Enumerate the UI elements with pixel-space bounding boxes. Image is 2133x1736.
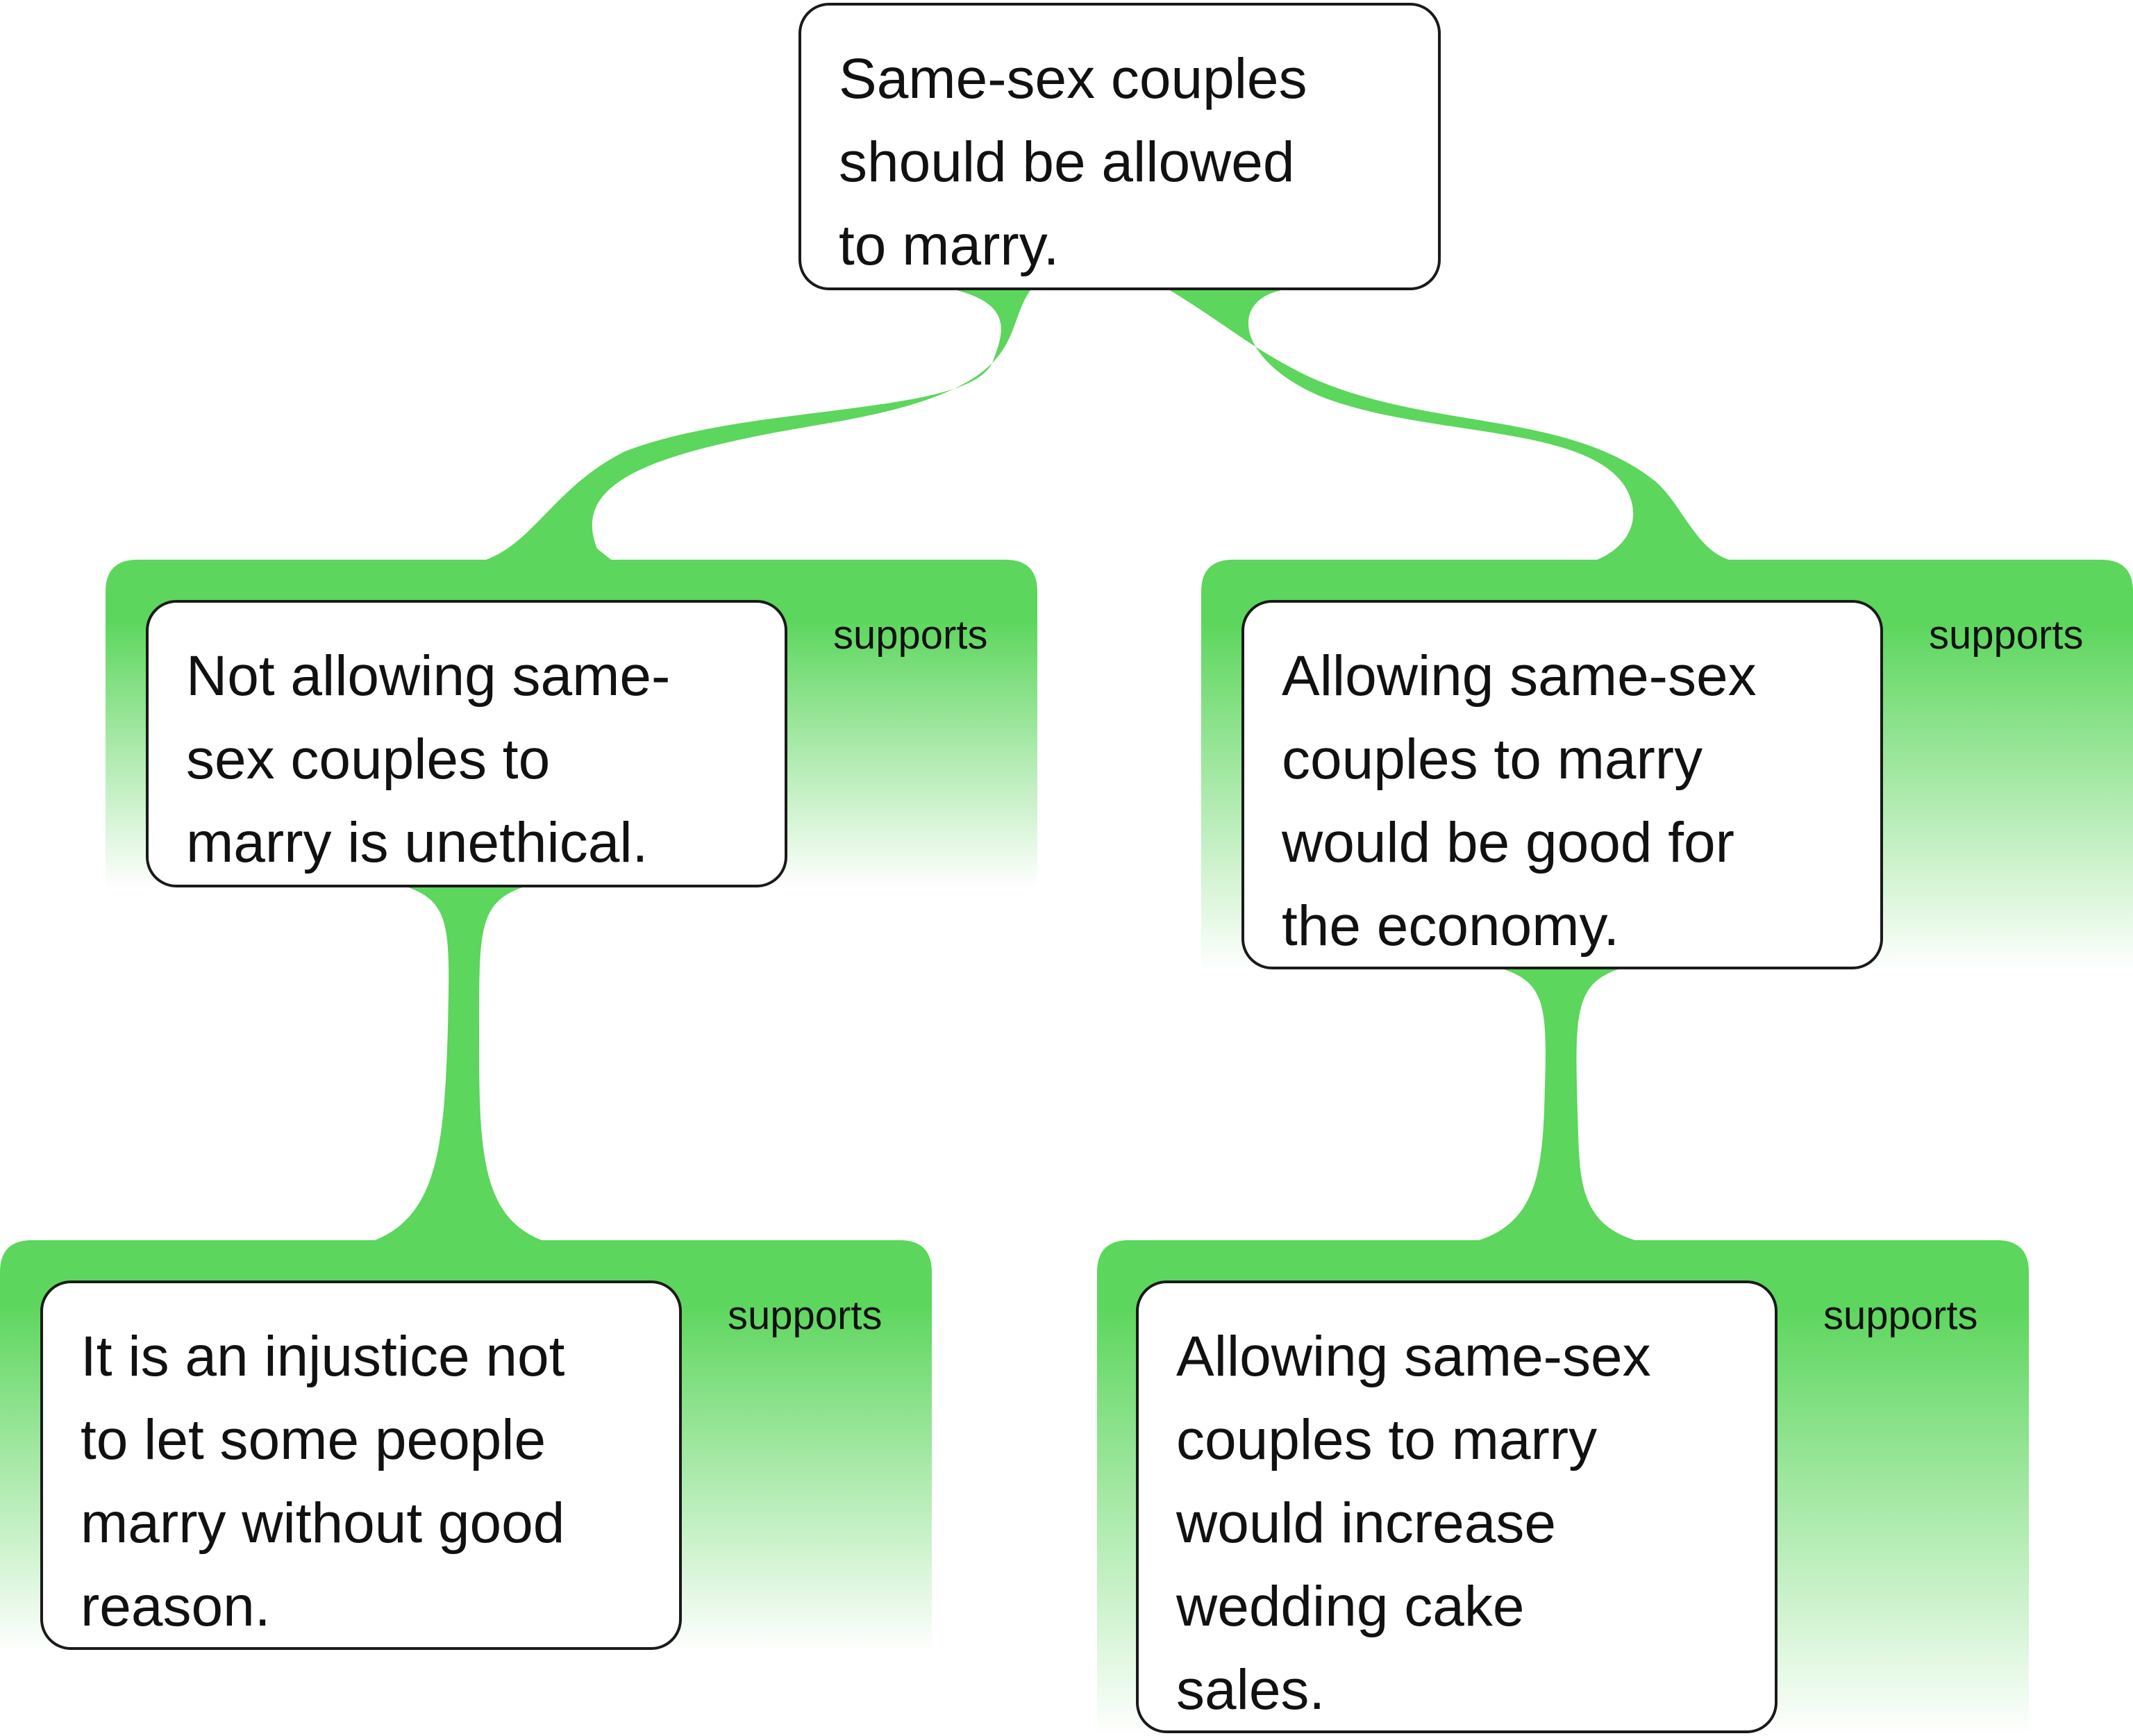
claim-line-3: to marry. [839,214,1060,277]
claim-line-2: should be allowed [839,131,1295,194]
connector-reason-left-to-premise-left [375,887,542,1240]
reason-right-box: Allowing same-sex couples to marry would… [1241,600,1883,969]
premise-left-line-4: reason. [81,1575,271,1638]
premise-left-line-1: It is an injustice not [81,1325,565,1388]
premise-right-line-3: would increase [1176,1492,1556,1555]
connector-claim-to-reason-right [1170,290,1729,560]
premise-right-line-1: Allowing same-sex [1176,1325,1651,1388]
connector-reason-right-to-premise-right [1479,969,1635,1240]
premise-right-line-4: wedding cake [1176,1575,1525,1638]
premise-right-line-2: couples to marry [1176,1408,1598,1471]
premise-left-line-3: marry without good [81,1492,565,1555]
reason-right-line-2: couples to marry [1282,728,1703,791]
claim-line-1: Same-sex couples [839,47,1307,110]
relation-label-premise-right: supports [1823,1293,1978,1338]
reason-right-line-3: would be good for [1282,811,1734,874]
reason-left-line-3: marry is unethical. [186,811,649,874]
reason-left-line-1: Not allowing same- [186,644,671,708]
premise-left-box: It is an injustice not to let some peopl… [40,1280,682,1650]
reason-right-line-1: Allowing same-sex [1282,644,1757,708]
relation-label-reason-right: supports [1929,612,2084,658]
reason-left-box: Not allowing same- sex couples to marry … [146,600,787,887]
premise-right-line-5: sales. [1176,1658,1325,1721]
premise-right-box: Allowing same-sex couples to marry would… [1136,1280,1778,1733]
reason-left-line-2: sex couples to [186,728,551,791]
relation-label-premise-left: supports [728,1293,883,1338]
connector-claim-to-reason-left [486,290,1030,560]
reason-right-line-4: the economy. [1282,894,1620,958]
claim-box: Same-sex couples should be allowed to ma… [798,3,1441,290]
premise-left-line-2: to let some people [81,1408,546,1471]
relation-label-reason-left: supports [833,612,988,658]
